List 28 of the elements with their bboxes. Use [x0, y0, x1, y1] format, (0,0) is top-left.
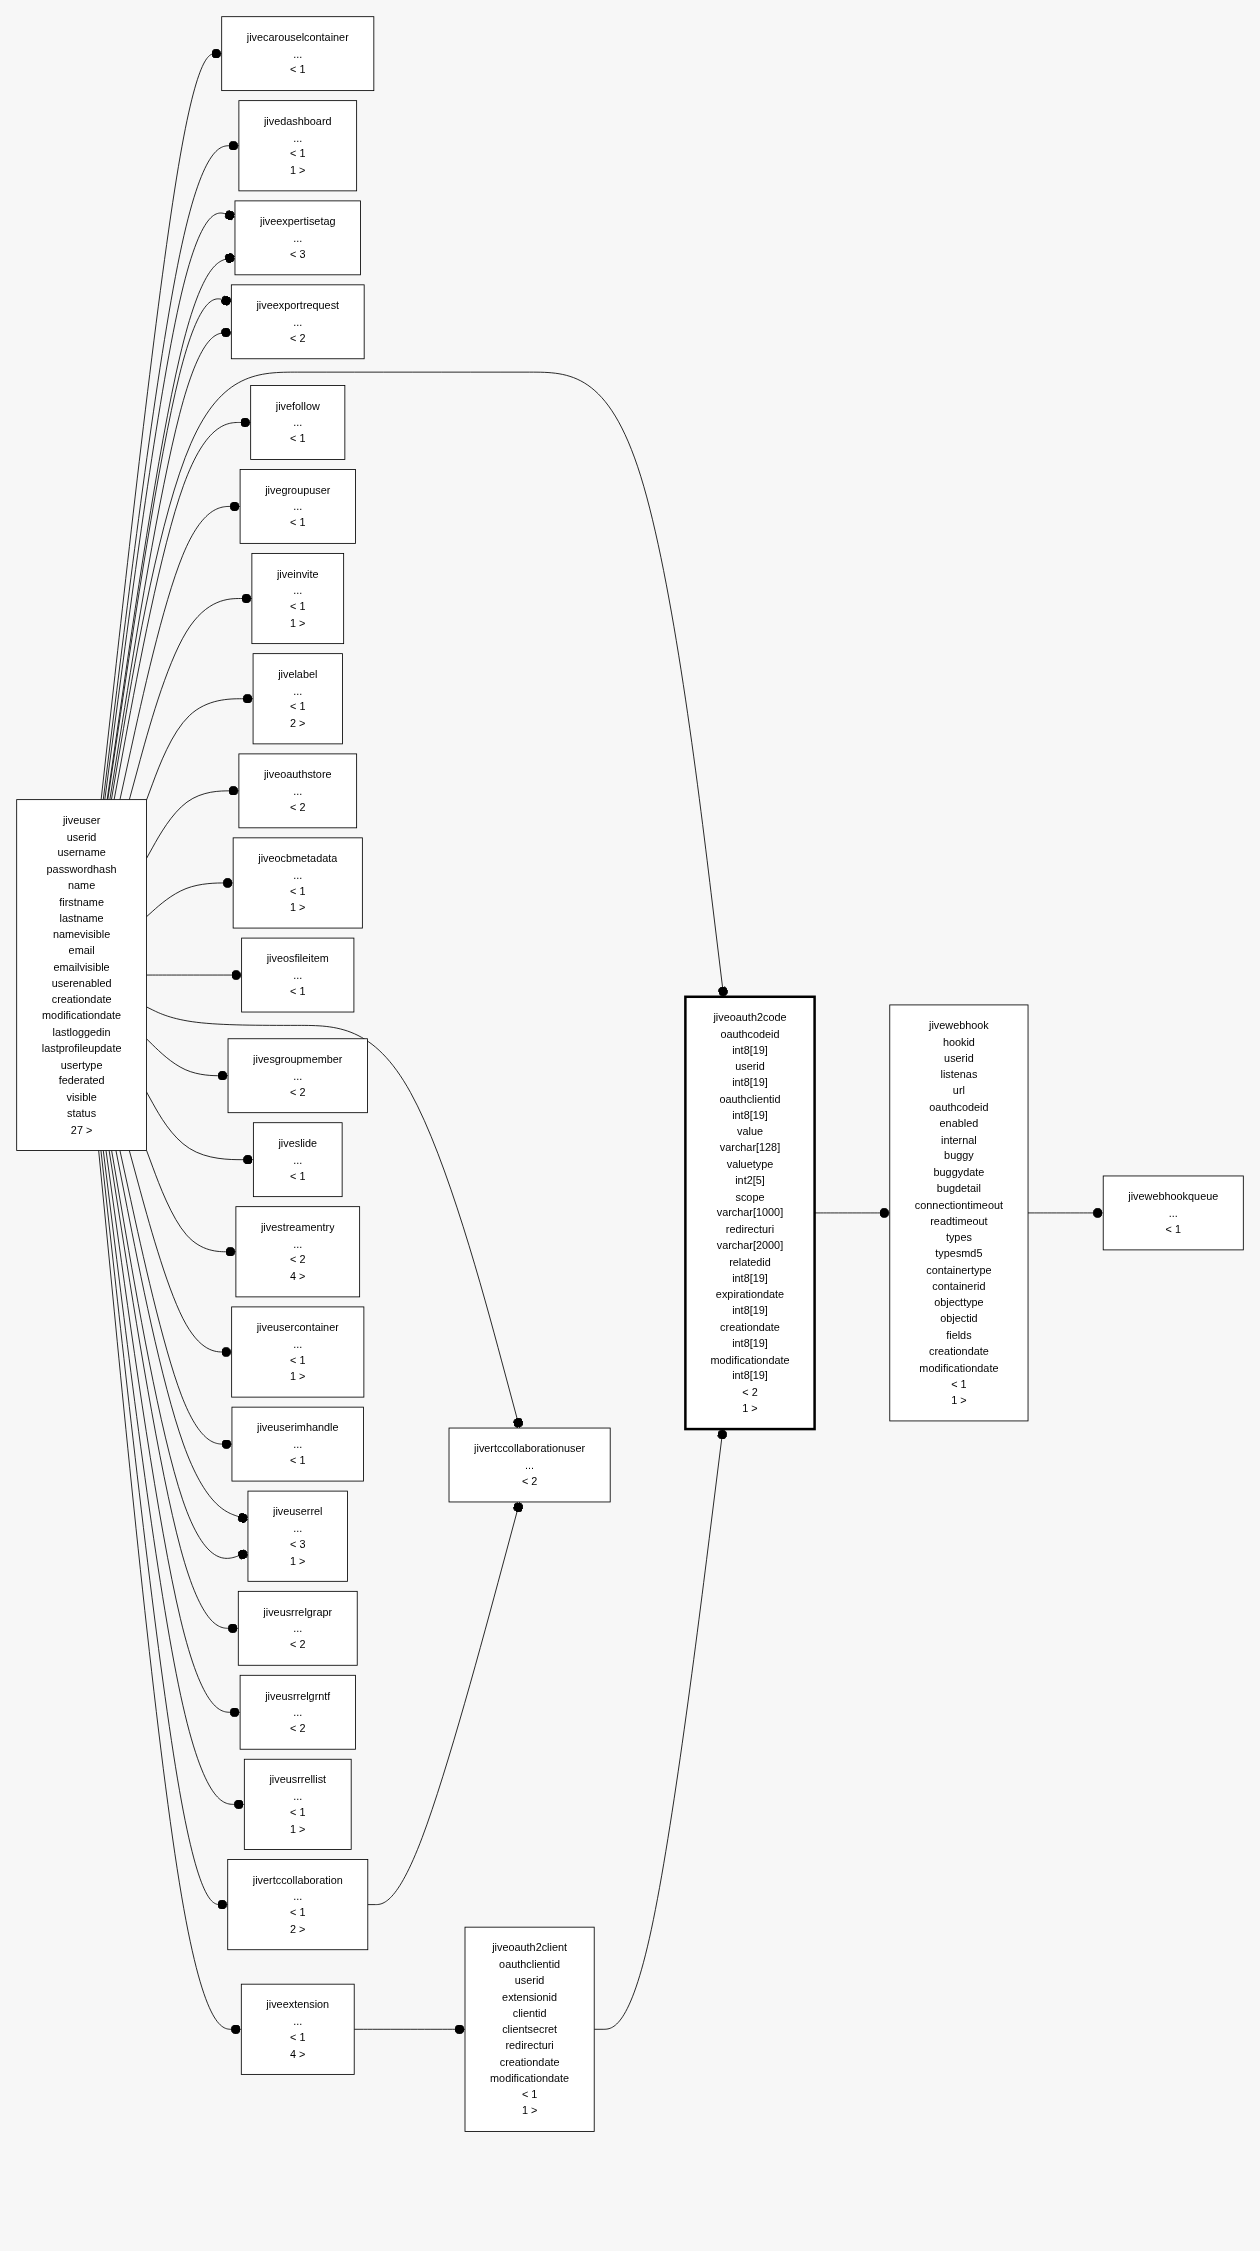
node-box: jiveoauthstore ... < 2	[238, 753, 358, 829]
node-box: jivedashboard ... < 1 1 >	[238, 100, 358, 192]
node-box: jiveuserrel ... < 3 1 >	[247, 1490, 348, 1582]
node-box: jiveextension ... < 1 4 >	[240, 1983, 355, 2075]
node-box: jiveoauth2code oauthcodeid int8[19] userid int8[19] oauthclientid int8[19] value varchar[128] valuetype int2[5] scope varchar[1000] redirecturi varchar[2000] relatedid int8[19] expirationdate int8[19] creationdate int8[19] modificationdate int8[19] < 2 1 >	[684, 995, 816, 1431]
node-box: jiveusercontainer ... < 1 1 >	[231, 1306, 365, 1398]
node-box: jiveusrrelgrapr ... < 2	[237, 1590, 358, 1666]
node-box: jiveexportrequest ... < 2	[230, 284, 365, 360]
node-box: jivertccollaborationuser ... < 2	[448, 1427, 611, 1503]
node-box: jivesgroupmember ... < 2	[227, 1038, 368, 1114]
node-box: jiveoauth2client oauthclientid userid extensionid clientid clientsecret redirecturi creationdate modificationdate < 1 1 >	[464, 1926, 595, 2132]
node-box: jiveslide ... < 1	[252, 1122, 343, 1198]
node-box: jivegroupuser ... < 1	[239, 469, 356, 544]
node-box: jivewebhook hookid userid listenas url oauthcodeid enabled internal buggy buggydate bugdetail connectiontimeout readtimeout types typesmd5 containertype containerid objecttype objectid fields creationdate modificationdate < 1 1 >	[889, 1004, 1029, 1422]
node-box: jivertccollaboration ... < 1 2 >	[227, 1859, 369, 1951]
node-box: jivestreamentry ... < 2 4 >	[235, 1206, 361, 1298]
node-box: jiveinvite ... < 1 1 >	[251, 553, 345, 645]
node-box: jiveuser userid username passwordhash name firstname lastname namevisible email emailvisible userenabled creationdate modificationdate lastloggedin lastprofileupdate usertype federated visible status 27 >	[16, 799, 147, 1151]
node-box: jiveusrrellist ... < 1 1 >	[243, 1758, 352, 1850]
node-box: jiveosfileitem ... < 1	[241, 937, 355, 1013]
node-box: jivefollow ... < 1	[250, 385, 346, 460]
node-box: jiveuserimhandle ... < 1	[231, 1406, 364, 1482]
node-box: jiveusrrelgrntf ... < 2	[239, 1674, 356, 1750]
node-box: jivelabel ... < 1 2 >	[252, 653, 343, 745]
node-box: jiveexpertisetag ... < 3	[234, 200, 361, 276]
node-box: jivewebhookqueue ... < 1	[1102, 1175, 1244, 1251]
node-box: jiveocbmetadata ... < 1 1 >	[232, 837, 363, 929]
node-box: jivecarouselcontainer ... < 1	[221, 16, 375, 92]
